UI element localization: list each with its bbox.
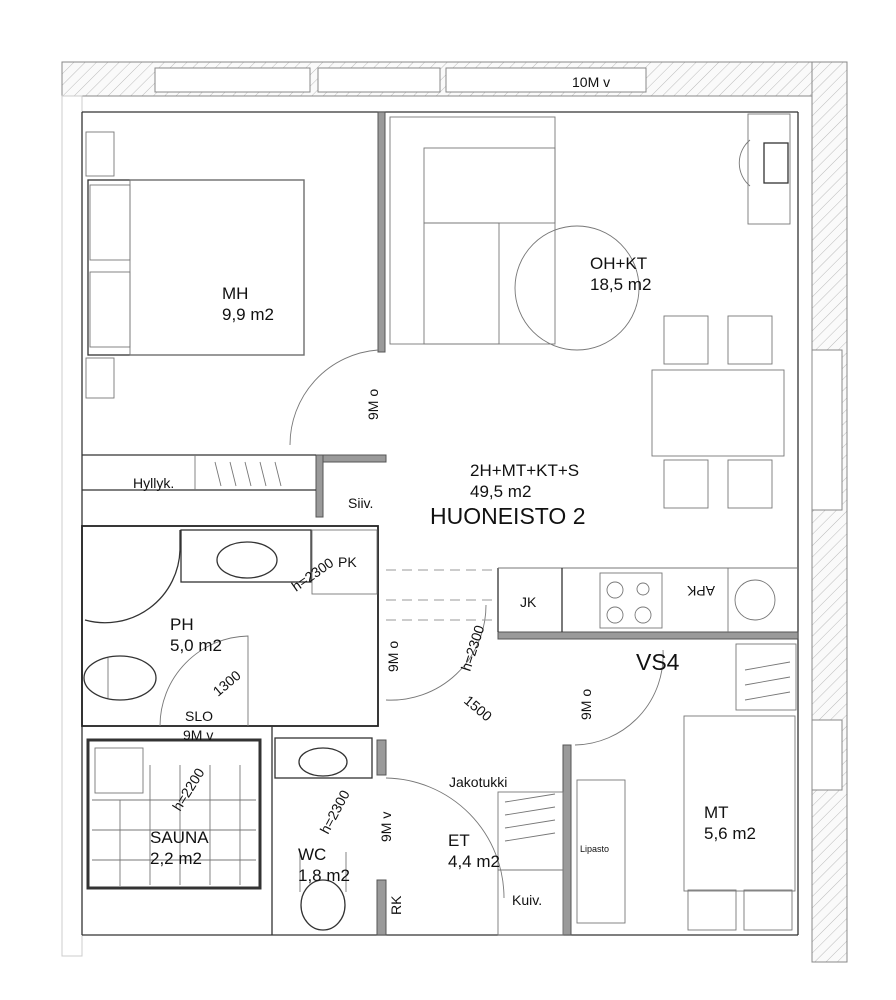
label-hyllyk: Hyllyk. — [133, 475, 174, 491]
sauna-height-dim: h=2200 — [169, 765, 208, 814]
mt-door-label: 9M o — [578, 689, 594, 720]
label-apk: APK — [686, 583, 715, 599]
sauna-door-label: 9M v — [183, 727, 213, 743]
apartment-type: 2H+MT+KT+S — [470, 461, 579, 480]
label-kuiv: Kuiv. — [512, 892, 542, 908]
room-et-name: ET — [448, 831, 470, 850]
room-sauna-name: SAUNA — [150, 828, 209, 847]
room-ph-area: 5,0 m2 — [170, 636, 222, 655]
room-ph-name: PH — [170, 615, 194, 634]
mh-door-label: 9M o — [365, 389, 381, 420]
interior-walls — [81, 111, 799, 936]
wc-height-dim: h=2300 — [317, 787, 353, 836]
label-slo: SLO — [185, 708, 213, 724]
room-ohkt-area: 18,5 m2 — [590, 275, 651, 294]
label-jk: JK — [520, 594, 537, 610]
room-mt-name: MT — [704, 803, 729, 822]
room-mt-area: 5,6 m2 — [704, 824, 756, 843]
label-siiv: Siiv. — [348, 495, 373, 511]
stair-label: VS4 — [636, 649, 680, 675]
label-pk: PK — [338, 554, 357, 570]
et-turn-dim: 1500 — [461, 692, 495, 724]
room-sauna-area: 2,2 m2 — [150, 849, 202, 868]
ph-turn-dim: 1300 — [210, 667, 244, 699]
room-ohkt-name: OH+KT — [590, 254, 647, 273]
ph-door-label: 9M o — [385, 641, 401, 672]
et-height-dim: h=2300 — [458, 623, 488, 673]
room-et-area: 4,4 m2 — [448, 852, 500, 871]
apartment-area: 49,5 m2 — [470, 482, 531, 501]
label-lipasto: Lipasto — [580, 844, 609, 854]
furniture — [83, 113, 797, 936]
outer-walls — [61, 61, 848, 963]
room-mh-name: MH — [222, 284, 248, 303]
ph-height-dim: h=2300 — [289, 554, 337, 594]
apartment-name: HUONEISTO 2 — [430, 503, 586, 529]
label-jakotukki: Jakotukki — [449, 774, 507, 790]
entry-door-label: 9M v — [378, 812, 394, 842]
room-wc-area: 1,8 m2 — [298, 866, 350, 885]
room-mh-area: 9,9 m2 — [222, 305, 274, 324]
top-window-label: 10M v — [572, 74, 610, 90]
label-rk: RK — [388, 895, 404, 915]
room-wc-name: WC — [298, 845, 326, 864]
